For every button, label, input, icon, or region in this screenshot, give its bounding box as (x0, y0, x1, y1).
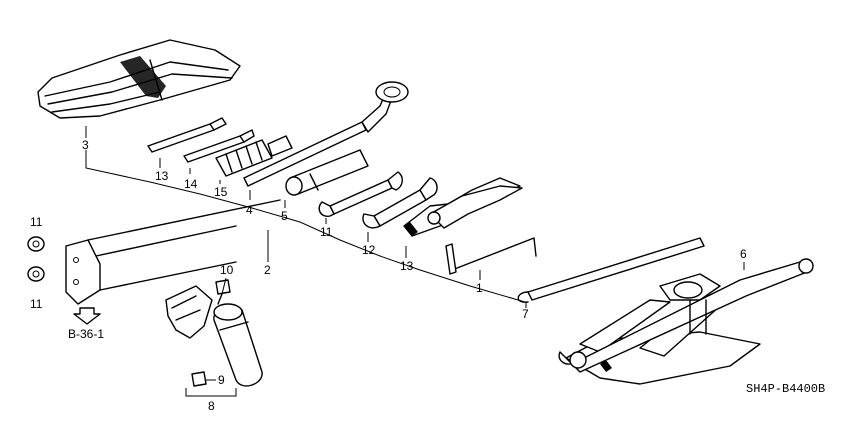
callout-9: 9 (218, 373, 225, 387)
callout-11-lower: 11 (30, 297, 43, 311)
callout-4: 4 (246, 203, 253, 217)
scissor-jack (558, 258, 814, 385)
tool-bag (37, 39, 241, 119)
leader-lines (85, 126, 745, 397)
callout-10: 10 (220, 263, 234, 277)
callout-17: 15 (214, 185, 228, 199)
bolt-lower (191, 371, 207, 387)
open-end-wrench-large (362, 177, 438, 229)
screwdriver-handle (215, 135, 293, 177)
callout-1: 1 (476, 281, 483, 295)
open-end-wrench-small (318, 171, 403, 217)
flange-nut-lower (27, 266, 45, 282)
callout-11-upper: 11 (30, 215, 43, 229)
callout-12: 11 (320, 225, 333, 239)
callout-14: 13 (400, 259, 414, 273)
wheel-nut-wrench (243, 81, 409, 187)
callout-6: 6 (740, 247, 747, 261)
jack-handle-crank (445, 237, 537, 275)
drawing-code: SH4P-B4400B (746, 382, 825, 396)
reference-arrow-icon (73, 307, 101, 325)
extension-bar (285, 149, 369, 196)
jack-handle-bar (517, 237, 705, 303)
flange-nut-upper (27, 236, 45, 252)
screwdriver-flat (147, 117, 227, 153)
callout-13: 12 (362, 243, 376, 257)
callout-8: 8 (208, 399, 215, 413)
screwdriver-phillips (183, 129, 255, 163)
bottle-holder (165, 285, 213, 339)
callout-15: 13 (155, 169, 169, 183)
callout-5: 5 (281, 209, 288, 223)
pliers (403, 177, 523, 237)
leader-baseline (85, 150, 526, 303)
tire-sealant-bottle (213, 303, 263, 387)
mounting-bracket (65, 199, 281, 305)
callout-2: 2 (264, 263, 271, 277)
bolt-upper (215, 279, 231, 305)
callout-7: 7 (522, 307, 529, 321)
reference-label: B-36-1 (68, 327, 104, 341)
callout-16: 14 (184, 177, 198, 191)
callout-3: 3 (82, 138, 89, 152)
